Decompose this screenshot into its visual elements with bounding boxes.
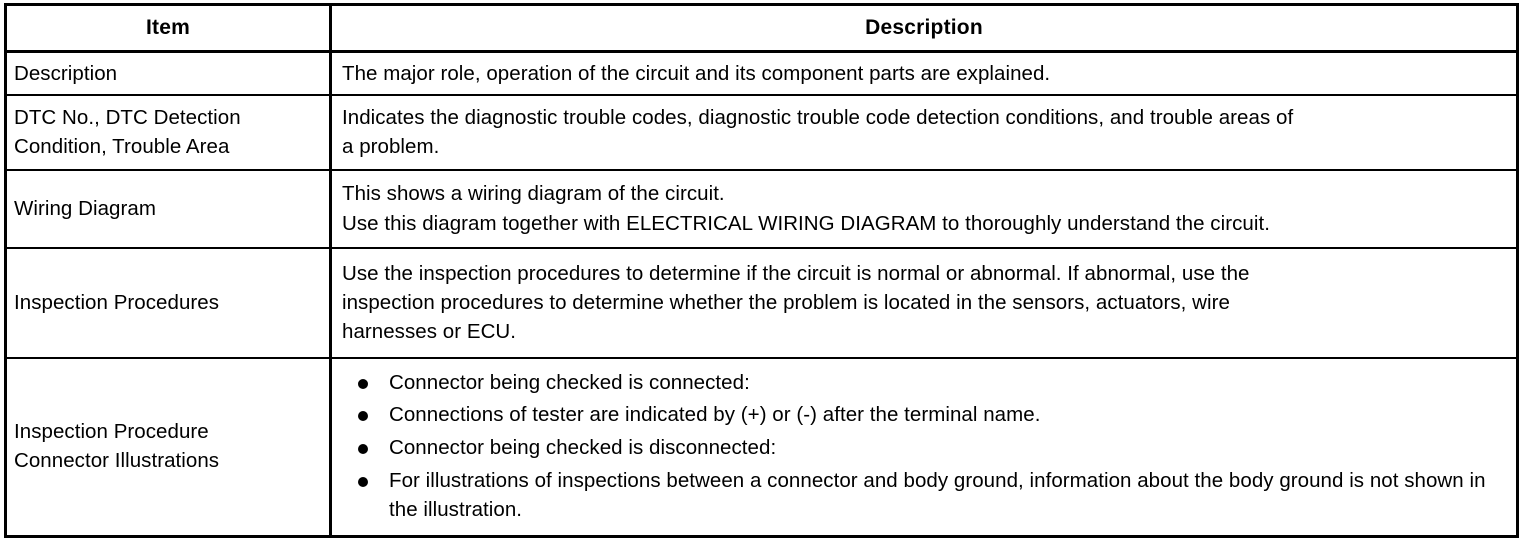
description-line: Use the inspection procedures to determi… [342,261,1250,285]
item-line: Description [14,62,118,86]
description-line: a problem. [342,135,440,159]
column-header-description: Description [330,4,1518,54]
row-item-cell: Description [5,51,332,96]
row-description-cell: Use the inspection procedures to determi… [330,246,1518,358]
bullet-icon [358,476,368,487]
item-line: Connector Illustrations [14,449,220,473]
list-item: Connections of tester are indicated by (… [358,400,1506,430]
page-root: Item Description Description The major r… [0,3,1520,538]
item-line: DTC No., DTC Detection [14,106,241,130]
item-text: DTC No., DTC Detection Condition, Troubl… [14,103,323,161]
table-header: Item Description [5,4,1518,54]
row-description-cell: Connector being checked is connected: Co… [330,356,1518,537]
row-description-cell: This shows a wiring diagram of the circu… [330,169,1518,248]
list-item: Connector being checked is disconnected: [358,433,1506,463]
description-line: Indicates the diagnostic trouble codes, … [342,106,1294,130]
row-item-cell: DTC No., DTC Detection Condition, Troubl… [5,94,332,171]
item-text: Inspection Procedure Connector Illustrat… [14,417,323,475]
item-text: Description [14,59,323,88]
item-line: Condition, Trouble Area [14,135,230,159]
item-line: Inspection Procedures [14,290,220,314]
list-item-label: Connections of tester are indicated by (… [389,403,1041,427]
row-item-cell: Wiring Diagram [5,169,332,248]
row-description-cell: Indicates the diagnostic trouble codes, … [330,94,1518,171]
item-text: Wiring Diagram [14,194,323,223]
column-header-item: Item [5,4,332,54]
description-line: inspection procedures to determine wheth… [342,290,1230,314]
description-line: The major role, operation of the circuit… [342,62,1051,86]
row-description-cell: The major role, operation of the circuit… [331,52,1518,96]
table-row: Description The major role, operation of… [5,51,1518,96]
list-item-label: Connector being checked is disconnected: [389,436,777,459]
list-item-label: Connector being checked is connected: [389,370,750,394]
bullet-icon [358,411,368,422]
item-line: Wiring Diagram [14,196,156,220]
bullet-list: Connector being checked is connected: Co… [342,368,1506,525]
bullet-icon [358,444,368,454]
list-item: Connector being checked is connected: [358,368,1506,398]
description-line: This shows a wiring diagram of the circu… [342,182,725,206]
description-line: harnesses or ECU. [342,319,517,343]
service-manual-table: Item Description Description The major r… [4,3,1519,538]
table-row: Inspection Procedures Use the inspection… [5,246,1518,358]
row-item-cell: Inspection Procedure Connector Illustrat… [5,356,332,537]
item-line: Inspection Procedure [14,420,209,444]
item-text: Inspection Procedures [14,288,323,317]
description-line: Use this diagram together with ELECTRICA… [342,211,1270,235]
table-body: Description The major role, operation of… [5,51,1518,537]
table-row: DTC No., DTC Detection Condition, Troubl… [5,94,1518,171]
header-row: Item Description [5,4,1518,54]
list-item: For illustrations of inspections between… [358,466,1506,525]
table-row: Wiring Diagram This shows a wiring diagr… [5,169,1518,248]
table-row: Inspection Procedure Connector Illustrat… [5,356,1518,537]
row-item-cell: Inspection Procedures [5,246,332,358]
list-item-label: For illustrations of inspections between… [389,468,1486,522]
bullet-icon [358,378,368,389]
